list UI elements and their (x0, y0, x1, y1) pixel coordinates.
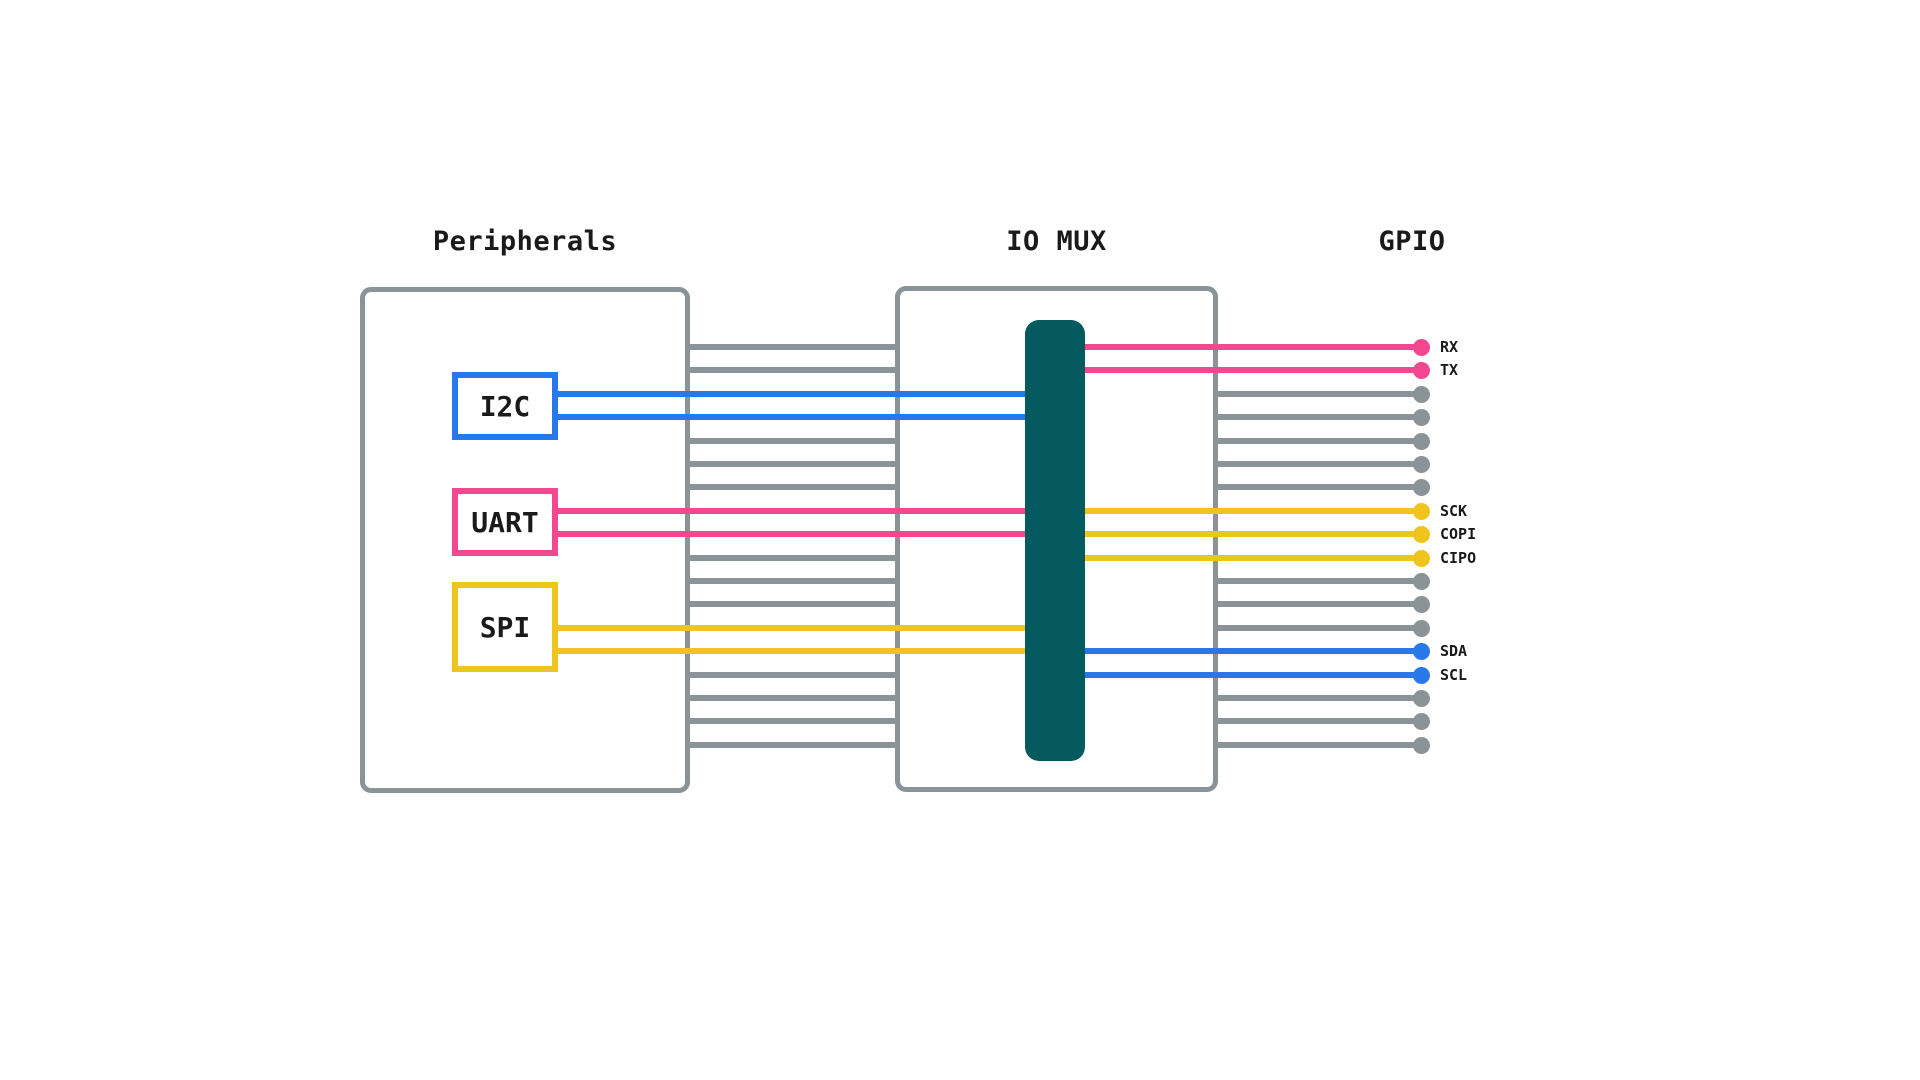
gpio-pin-dot (1413, 526, 1430, 543)
spi-block-label: SPI (479, 610, 531, 644)
bundle-wire (686, 742, 898, 748)
gpio-pin-label: SCL (1440, 666, 1468, 684)
gpio-pin-dot (1413, 479, 1430, 496)
gpio-pin-label: RX (1440, 338, 1459, 356)
i2c-block: I2C (452, 372, 558, 440)
uart-wire (552, 508, 1032, 514)
i2c-wire (552, 391, 1032, 397)
bundle-wire (686, 555, 898, 561)
bundle-wire (686, 344, 898, 350)
sda-wire (1080, 648, 1421, 654)
bundle-wire (686, 438, 898, 444)
gpio-pin-dot (1413, 690, 1430, 707)
bundle-wire (686, 484, 898, 490)
cipo-wire (1080, 555, 1421, 561)
gpio-title: GPIO (1378, 226, 1446, 257)
sck-wire (1080, 508, 1421, 514)
scl-wire (1080, 672, 1421, 678)
gpio-wire (1215, 718, 1421, 724)
gpio-wire (1215, 578, 1421, 584)
bundle-wire (686, 601, 898, 607)
bundle-wire (686, 695, 898, 701)
gpio-pin-label: TX (1440, 361, 1459, 379)
gpio-wire (1215, 742, 1421, 748)
uart-block-label: UART (471, 505, 539, 539)
gpio-pin-label: SDA (1440, 642, 1468, 660)
copi-wire (1080, 531, 1421, 537)
gpio-pin-dot (1413, 339, 1430, 356)
gpio-pin-dot (1413, 596, 1430, 613)
gpio-pin-dot (1413, 667, 1430, 684)
gpio-wire (1215, 625, 1421, 631)
gpio-pin-dot (1413, 409, 1430, 426)
gpio-pin-label: COPI (1440, 525, 1477, 543)
gpio-wire (1215, 438, 1421, 444)
mux-bar (1025, 320, 1085, 761)
gpio-pin-dot (1413, 713, 1430, 730)
io-mux-title: IO MUX (1006, 226, 1107, 257)
i2c-block-label: I2C (479, 389, 531, 423)
gpio-pin-dot (1413, 737, 1430, 754)
gpio-pin-dot (1413, 643, 1430, 660)
gpio-pin-dot (1413, 456, 1430, 473)
gpio-pin-dot (1413, 550, 1430, 567)
uart-block: UART (452, 488, 558, 556)
bundle-wire (686, 578, 898, 584)
spi-wire (552, 625, 1032, 631)
tx-wire (1080, 367, 1421, 373)
spi-block: SPI (452, 582, 558, 672)
gpio-wire (1215, 601, 1421, 607)
bundle-wire (686, 461, 898, 467)
gpio-wire (1215, 484, 1421, 490)
gpio-wire (1215, 695, 1421, 701)
gpio-wire (1215, 461, 1421, 467)
i2c-wire (552, 414, 1032, 420)
gpio-pin-dot (1413, 433, 1430, 450)
bundle-wire (686, 367, 898, 373)
gpio-wire (1215, 414, 1421, 420)
gpio-pin-dot (1413, 386, 1430, 403)
bundle-wire (686, 718, 898, 724)
gpio-pin-dot (1413, 573, 1430, 590)
bundle-wire (686, 672, 898, 678)
gpio-pin-label: SCK (1440, 502, 1468, 520)
gpio-pin-dot (1413, 362, 1430, 379)
rx-wire (1080, 344, 1421, 350)
gpio-pin-label: CIPO (1440, 549, 1477, 567)
uart-wire (552, 531, 1032, 537)
gpio-wire (1215, 391, 1421, 397)
spi-wire (552, 648, 1032, 654)
gpio-pin-dot (1413, 503, 1430, 520)
gpio-pin-dot (1413, 620, 1430, 637)
peripherals-title: Peripherals (432, 226, 618, 257)
